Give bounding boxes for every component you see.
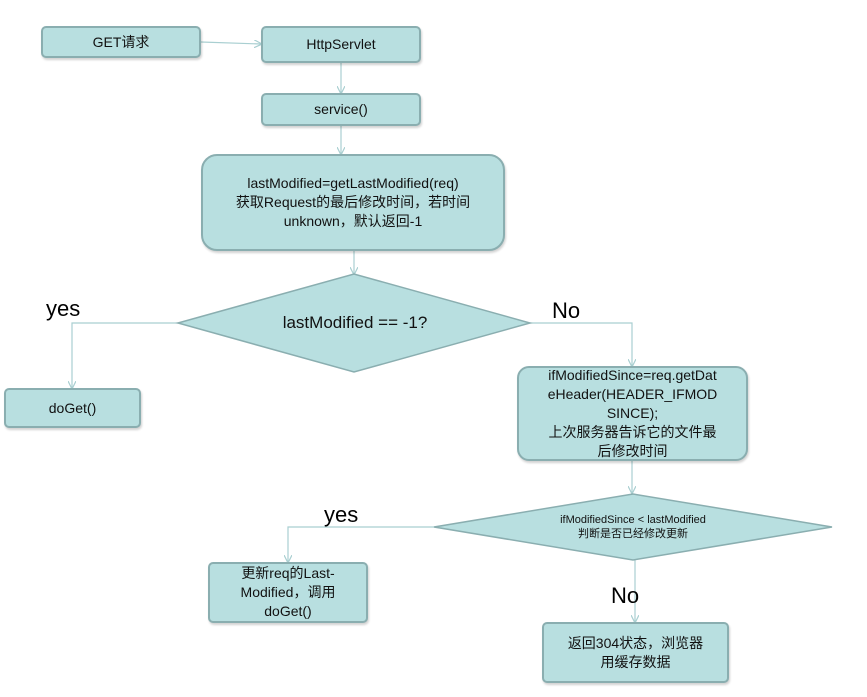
- service-node: service(): [261, 93, 421, 126]
- decision2-no-label: No: [611, 583, 640, 608]
- update-and-doget-label: 更新req的Last- Modified，调用 doGet(): [240, 565, 336, 619]
- return-304-label: 返回304状态，浏览器 用缓存数据: [567, 634, 704, 670]
- update-and-doget-node: 更新req的Last- Modified，调用 doGet(): [208, 562, 368, 623]
- if-modified-since-node: ifModifiedSince=req.getDat eHeader(HEADE…: [517, 366, 748, 461]
- decision1-diamond: [175, 273, 533, 373]
- decision1-label: lastModified == -1?: [282, 313, 428, 332]
- edge-get-to-servlet: [200, 42, 261, 44]
- service-label: service(): [314, 101, 368, 117]
- http-servlet-label: HttpServlet: [306, 36, 376, 52]
- get-request-node: GET请求: [41, 26, 201, 58]
- doget-node: doGet(): [4, 388, 141, 428]
- decision1-text: lastModified == -1?: [230, 308, 480, 338]
- edge-decision1-yes: [72, 322, 178, 388]
- decision2-text: ifModifiedSince < lastModified 判断是否已经修改更…: [520, 512, 746, 542]
- if-modified-since-label: ifModifiedSince=req.getDat eHeader(HEADE…: [547, 367, 718, 459]
- decision2-diamond: [433, 493, 833, 561]
- edge-decision2-yes: [288, 526, 434, 562]
- doget-label: doGet(): [48, 399, 97, 416]
- edge-decision1-no: [530, 322, 632, 366]
- decision1-no-label: No: [552, 298, 581, 323]
- last-modified-node: lastModified=getLastModified(req) 获取Requ…: [201, 154, 505, 251]
- decision2-yes-label: yes: [324, 502, 359, 527]
- last-modified-label: lastModified=getLastModified(req) 获取Requ…: [235, 175, 471, 229]
- get-request-label: GET请求: [92, 33, 150, 50]
- http-servlet-node: HttpServlet: [261, 26, 421, 63]
- decision1-yes-label: yes: [46, 296, 81, 321]
- decision2-label: ifModifiedSince < lastModified 判断是否已经修改更…: [560, 514, 706, 540]
- return-304-node: 返回304状态，浏览器 用缓存数据: [542, 622, 729, 683]
